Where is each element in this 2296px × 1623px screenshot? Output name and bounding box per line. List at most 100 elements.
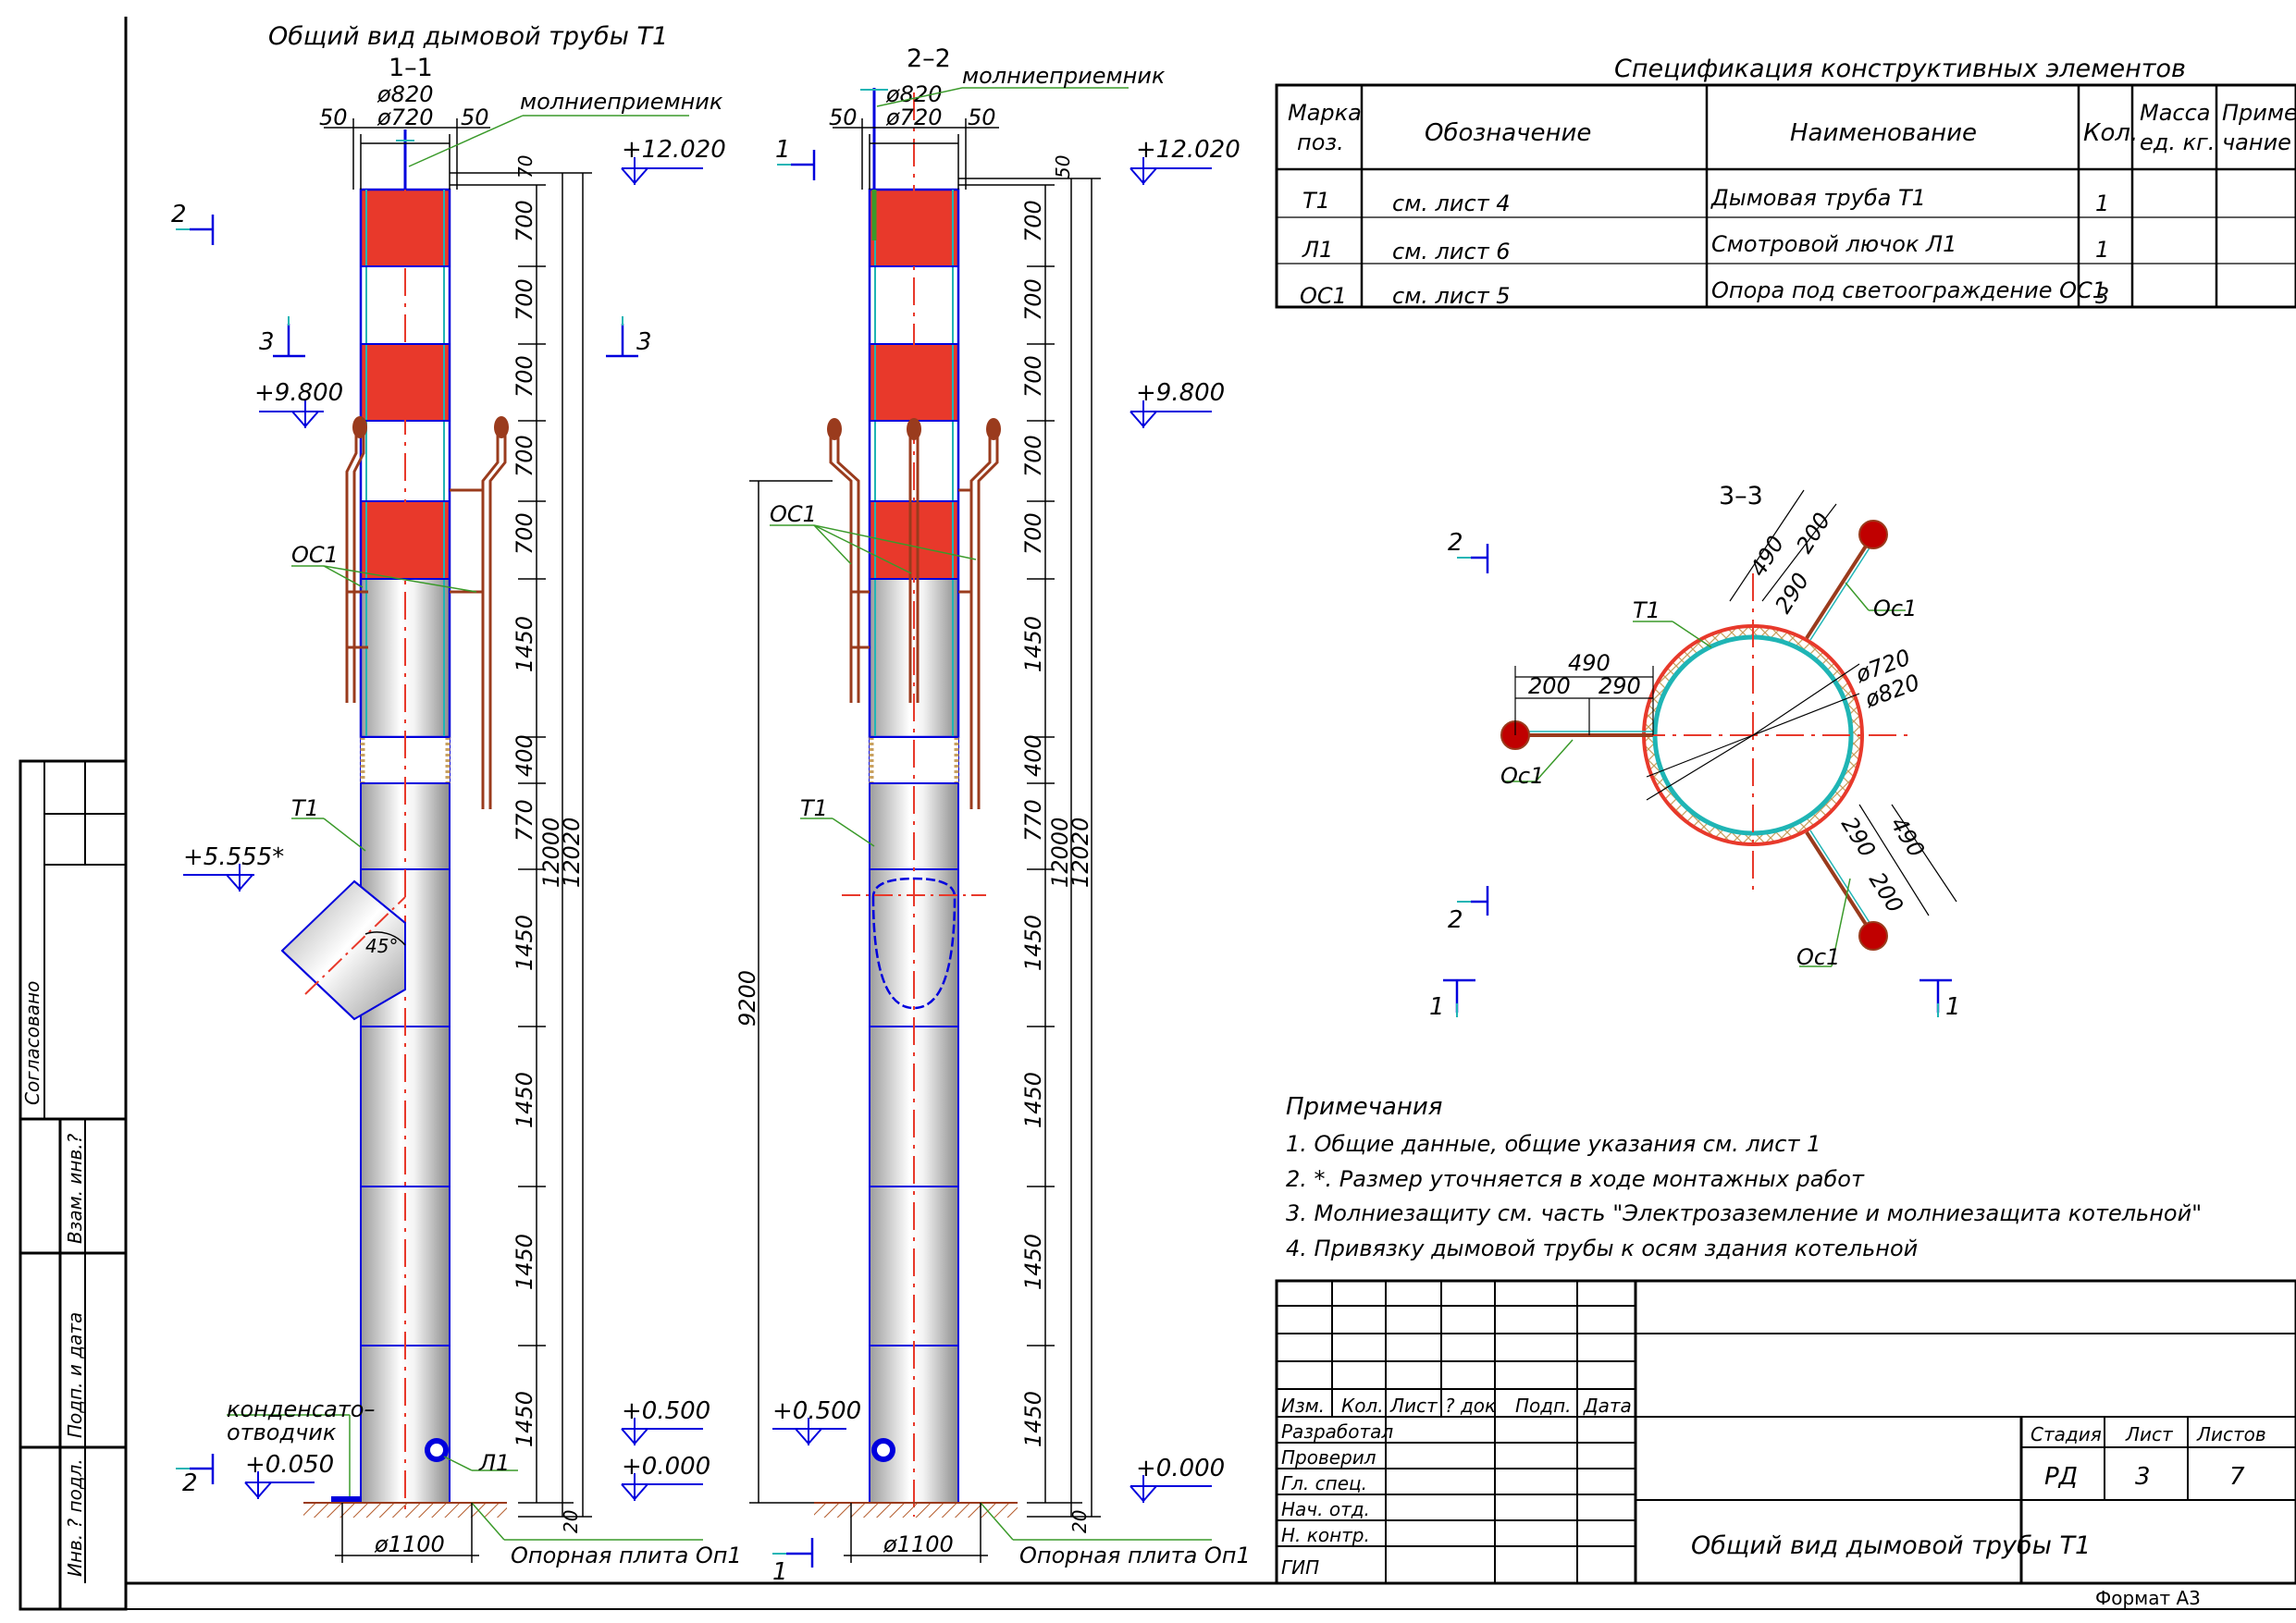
- view1-level-top: +12.020: [622, 136, 726, 164]
- view1-dim: 1450: [512, 915, 537, 971]
- view1-tag-l1: Л1: [478, 1450, 510, 1476]
- stamp-col: Кол.: [1341, 1395, 1384, 1417]
- view1-level-000: +0.000: [622, 1453, 710, 1481]
- notes-title: Примечания: [1286, 1093, 1442, 1121]
- view1-dim: 1450: [512, 1234, 537, 1290]
- view2-plate: Опорная плита Оп1: [1019, 1543, 1251, 1568]
- sec33-marker-2-bot: 2: [1448, 906, 1463, 934]
- view1-off-right: 50: [461, 105, 489, 130]
- view1-dim: 700: [512, 435, 537, 477]
- flue-opening: [871, 877, 957, 1010]
- stamp-col: Лист: [1389, 1395, 1438, 1417]
- stamp-col: ? док: [1445, 1395, 1496, 1417]
- view2-level-mid: +9.800: [1136, 379, 1225, 407]
- view1-level-050: +0.500: [622, 1397, 710, 1425]
- view1-level-cond: +0.050: [245, 1451, 334, 1479]
- side-agreed: Согласовано: [21, 981, 43, 1105]
- stamp-format: Формат А3: [2095, 1587, 2201, 1609]
- view1-dim: 1450: [512, 1391, 537, 1447]
- stamp-role: Н. контр.: [1281, 1524, 1370, 1546]
- view1-dim: 700: [512, 512, 537, 555]
- view2-level-050: +0.500: [772, 1397, 861, 1425]
- spec-row-qty: 3: [2095, 283, 2109, 309]
- view2-dim: 700: [1020, 278, 1046, 321]
- view1-total-12020: 12020: [559, 818, 585, 888]
- view2-dim: 400: [1020, 734, 1046, 777]
- view1-dia-inner: ø720: [376, 105, 434, 130]
- side-sign-date: Подп. и дата: [64, 1312, 86, 1438]
- spec-col-mass-2: ед. кг.: [2140, 129, 2215, 155]
- sec33-tag-t1: Т1: [1633, 597, 1660, 623]
- sec33-tag-oc1-left: Ос1: [1500, 763, 1544, 789]
- note-item: 4. Привязку дымовой трубы к осям здания …: [1286, 1236, 1918, 1261]
- spec-row-desig: см. лист 6: [1392, 239, 1511, 264]
- stamp-role: Нач. отд.: [1281, 1498, 1370, 1520]
- sheet-frame: Согласовано Взам. инв.? Подп. и дата Инв…: [19, 17, 2296, 1611]
- view1-plate: Опорная плита Оп1: [511, 1543, 742, 1568]
- side-inv-orig: Инв. ? подл.: [64, 1458, 86, 1577]
- spec-row-mark: Т1: [1302, 188, 1330, 214]
- view1-sec3-right: 3: [636, 328, 652, 356]
- view1-lightning-label: молниеприемник: [520, 89, 723, 115]
- view2-off-right: 50: [968, 105, 996, 130]
- view1-dim-20: 20: [560, 1510, 582, 1533]
- view1-dia-outer: ø820: [376, 81, 434, 107]
- view2-tag-oc1: ОС1: [770, 501, 817, 527]
- view2-dim: 700: [1020, 435, 1046, 477]
- sec33-d200-top: 200: [1791, 508, 1835, 558]
- support-head: [1858, 921, 1888, 951]
- view2-sec1-bot: 1: [772, 1558, 788, 1586]
- stamp-sheets-header: Листов: [2196, 1423, 2266, 1445]
- view2-total-12020: 12020: [1068, 818, 1093, 888]
- spec-row-name: Дымовая труба Т1: [1710, 185, 1926, 211]
- spec-col-designation: Обозначение: [1425, 119, 1591, 147]
- stamp-col: Подп.: [1515, 1395, 1572, 1417]
- view2-dia-inner: ø720: [885, 105, 943, 130]
- view1-dim-70: 70: [514, 155, 537, 178]
- side-inv-zam: Взам. инв.?: [64, 1133, 86, 1244]
- flue-inlet: 45°: [280, 879, 406, 1021]
- spec-col-mass-1: Масса: [2140, 100, 2211, 126]
- view1-dim: 770: [512, 799, 537, 842]
- view2-dim: 1450: [1020, 1072, 1046, 1128]
- note-item: 1. Общие данные, общие указания см. лист…: [1286, 1131, 1821, 1157]
- view1-dim: 1450: [512, 616, 537, 672]
- note-item: 2. *. Размер уточняется в ходе монтажных…: [1286, 1166, 1865, 1192]
- spec-row-name: Опора под светоограждение ОС1: [1711, 277, 2106, 303]
- stamp-role: Проверил: [1281, 1446, 1376, 1469]
- sec33-marker-1-right: 1: [1945, 993, 1961, 1021]
- stamp-col: Дата: [1583, 1395, 1632, 1417]
- view2-total-12000: 12000: [1047, 818, 1073, 888]
- spec-row-qty: 1: [2095, 237, 2109, 263]
- view2-dim-20: 20: [1068, 1510, 1091, 1533]
- spec-col-name: Наименование: [1790, 119, 1977, 147]
- spec-col-mark-1: Марка: [1288, 100, 1362, 126]
- support-oc1-right: [450, 435, 507, 809]
- stamp-sheet: 3: [2135, 1463, 2151, 1491]
- view2-level-top: +12.020: [1136, 136, 1241, 164]
- view2-dim: 1450: [1020, 616, 1046, 672]
- view1-section-label: 1–1: [389, 54, 433, 82]
- spec-col-note-2: чание: [2222, 129, 2291, 155]
- stamp-role: Разработал: [1281, 1420, 1393, 1443]
- stamp-role: ГИП: [1281, 1556, 1319, 1579]
- stamp-col: Изм.: [1281, 1395, 1325, 1417]
- spec-row-qty: 1: [2095, 191, 2109, 216]
- sec33-d290-left: 290: [1599, 673, 1641, 699]
- spec-col-mark-2: поз.: [1297, 129, 1344, 155]
- view1-dim: 400: [512, 734, 537, 777]
- ground-hatch: [303, 1503, 507, 1518]
- stamp-title: Общий вид дымовой трубы Т1: [1691, 1531, 2091, 1560]
- view2-section-label: 2–2: [907, 44, 951, 73]
- sec33-title: 3–3: [1719, 482, 1763, 510]
- spec-row-mark: ОС1: [1300, 283, 1347, 309]
- view2-dim: 700: [1020, 200, 1046, 242]
- stamp-role: Гл. спец.: [1281, 1472, 1367, 1494]
- view2-off-left: 50: [829, 105, 858, 130]
- view1-total-12000: 12000: [538, 818, 564, 888]
- view-2-2: 2–2: [734, 44, 1251, 1586]
- view1-tag-oc1: ОС1: [291, 542, 339, 568]
- stamp-stage: РД: [2044, 1463, 2078, 1491]
- sec33-d290-top: 290: [1770, 568, 1814, 618]
